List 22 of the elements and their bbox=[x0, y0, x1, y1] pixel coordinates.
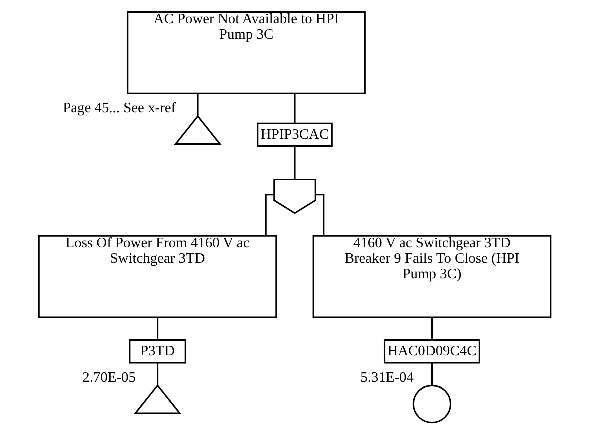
connector bbox=[431, 318, 433, 340]
connector bbox=[316, 194, 325, 236]
node-triangle bbox=[174, 115, 222, 146]
connector bbox=[197, 94, 199, 116]
node-box: Loss Of Power From 4160 V ac Switchgear 3TD bbox=[38, 235, 278, 318]
node-gate bbox=[274, 179, 316, 214]
connector bbox=[157, 363, 159, 386]
node-label: 5.31E-04 bbox=[360, 370, 414, 386]
node-box: HAC0D09C4C bbox=[384, 340, 480, 364]
node-triangle bbox=[134, 384, 182, 414]
node-box: AC Power Not Available to HPI Pump 3C bbox=[127, 11, 366, 94]
connector bbox=[157, 318, 159, 340]
node-label: Page 45... See x-ref bbox=[63, 100, 176, 116]
connector bbox=[265, 194, 274, 236]
node-box: P3TD bbox=[129, 340, 186, 364]
connector bbox=[431, 363, 433, 386]
connector bbox=[294, 146, 296, 180]
connector bbox=[294, 94, 296, 124]
node-label: 2.70E-05 bbox=[82, 370, 136, 386]
node-circle bbox=[412, 384, 452, 424]
node-box: HPIP3CAC bbox=[257, 122, 333, 148]
node-box: 4160 V ac Switchgear 3TD Breaker 9 Fails To Close (HPI Pump 3C) bbox=[312, 235, 552, 318]
